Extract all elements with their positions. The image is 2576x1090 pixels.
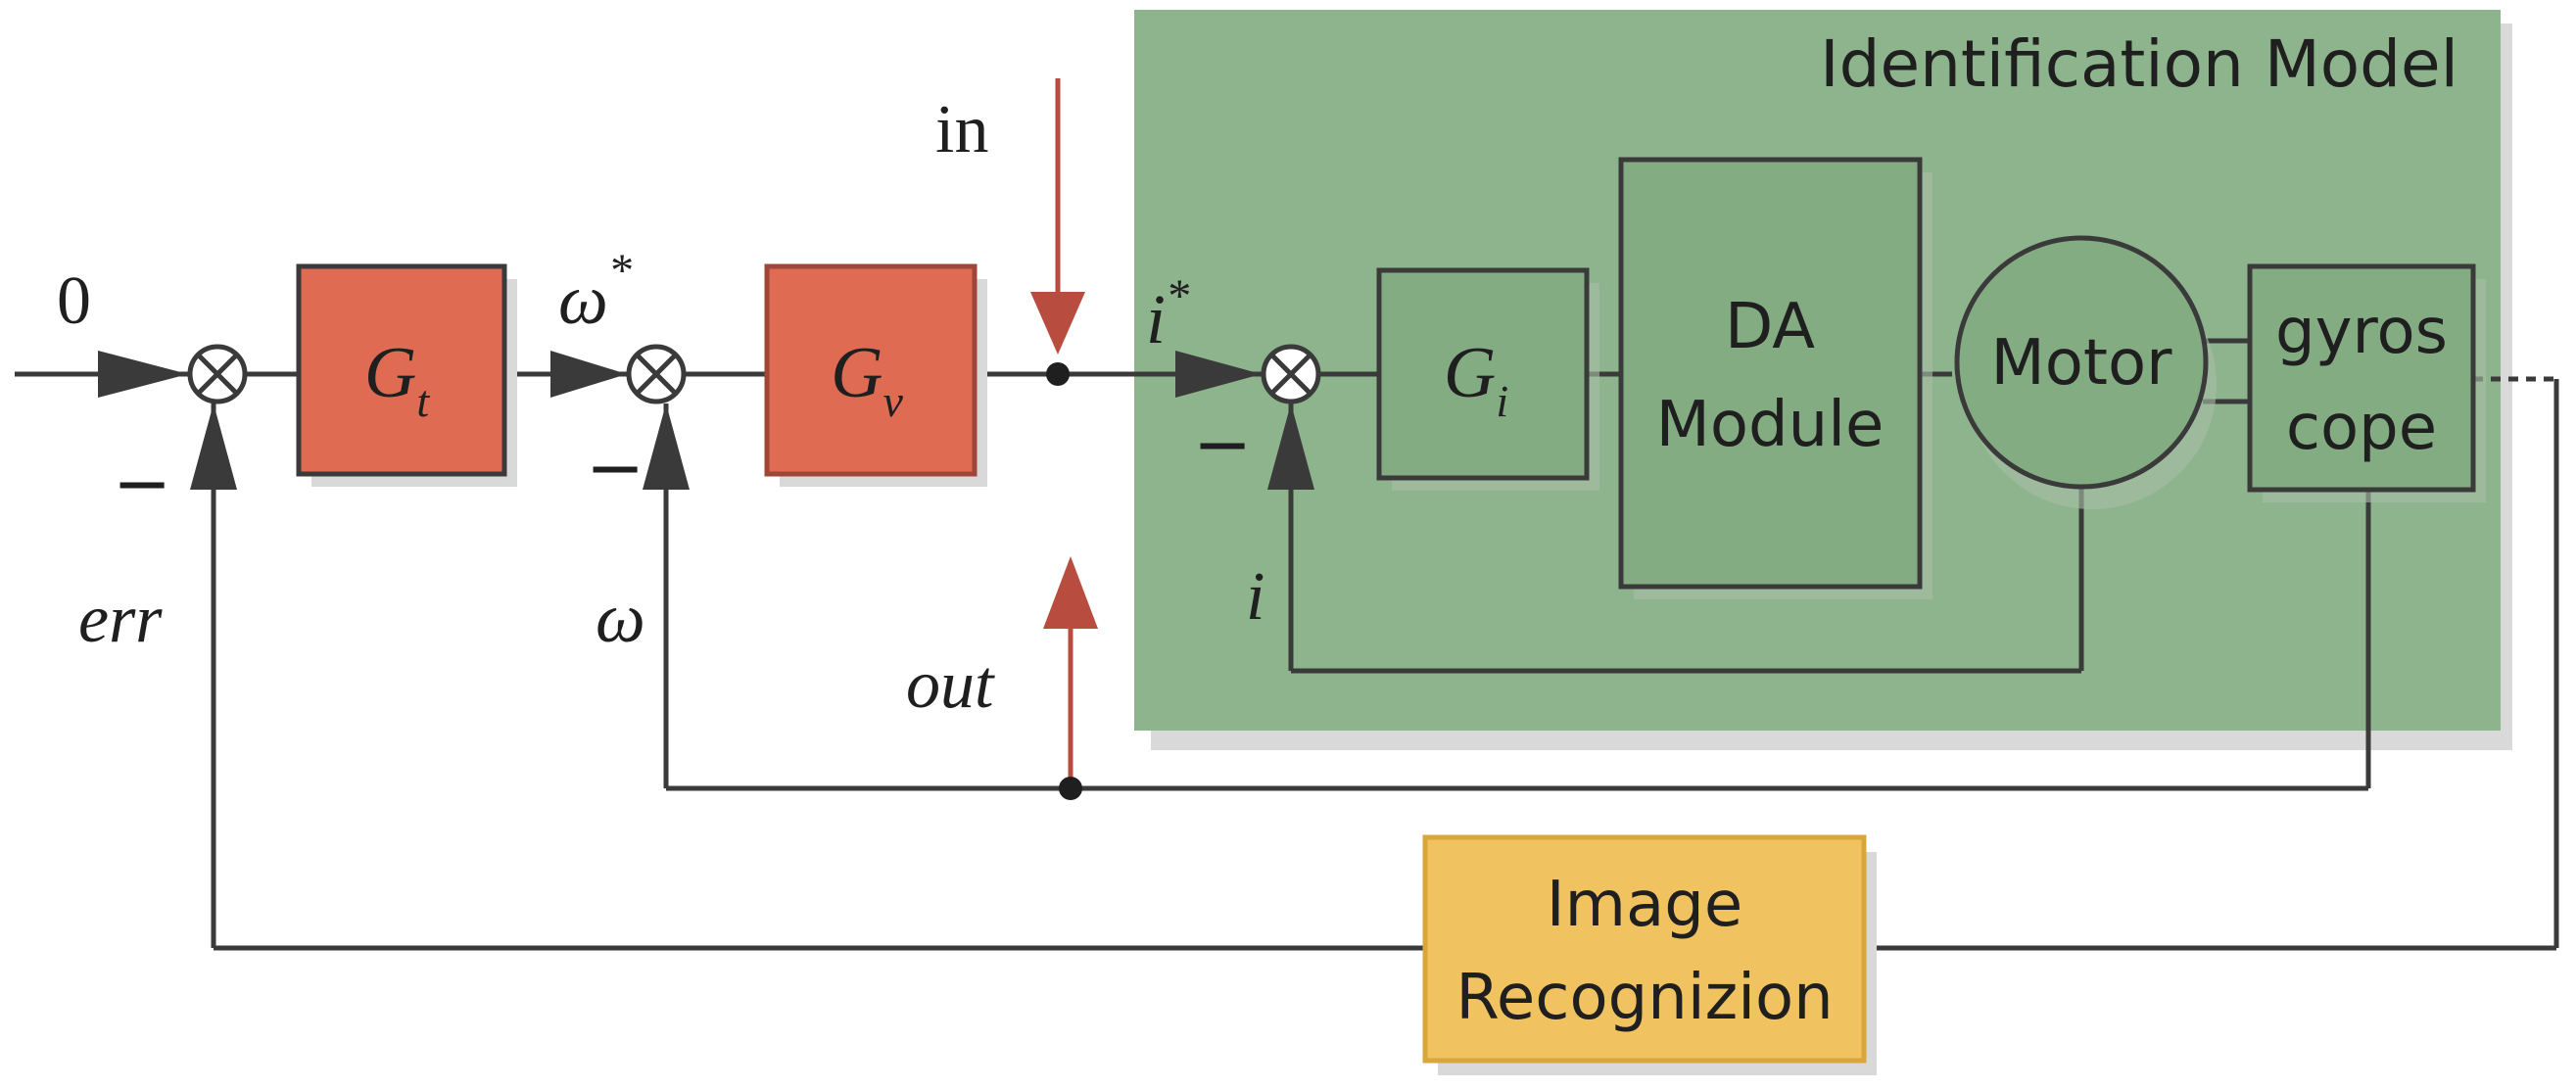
gv-block: Gv <box>764 263 987 487</box>
gv-main-label: G <box>831 333 883 413</box>
red-arrows <box>1030 78 1098 800</box>
da-line1: DA <box>1725 291 1815 363</box>
arrow-into-sum2 <box>550 351 627 398</box>
out-label: out <box>906 647 995 723</box>
arrow-up-sum3 <box>1267 403 1314 490</box>
gi-sub-label: i <box>1496 376 1508 426</box>
err-label: err <box>78 582 163 657</box>
gyro-line1: gyros <box>2275 296 2448 368</box>
i-feedback-label: i <box>1246 559 1264 635</box>
omega-label: ω <box>596 579 645 657</box>
image-line2: Recognizion <box>1455 962 1833 1034</box>
minus-sign-2: − <box>586 426 644 508</box>
sum-junction-2 <box>626 344 687 404</box>
image-line1: Image <box>1547 869 1742 941</box>
gv-sub-label: v <box>883 376 904 426</box>
motor-block: Motor <box>1954 235 2217 509</box>
da-module-block: DA Module <box>1618 157 1932 599</box>
svg-text:Gv: Gv <box>831 333 903 426</box>
i-star-symbol: i <box>1146 280 1166 358</box>
i-star-label: i* <box>1146 270 1189 358</box>
da-line2: Module <box>1656 389 1884 461</box>
input-zero-label: 0 <box>57 263 91 339</box>
minus-sign-1: − <box>113 442 171 524</box>
gyro-line2: cope <box>2286 392 2437 464</box>
arrow-up-sum1 <box>190 403 237 490</box>
gi-block: Gi <box>1376 267 1599 491</box>
sum-junction-3 <box>1261 344 1321 404</box>
in-node <box>1046 362 1070 386</box>
omega-star-symbol: ω <box>558 261 608 339</box>
gi-main-label: G <box>1444 333 1496 413</box>
motor-label: Motor <box>1991 327 2173 400</box>
arrow-up-sum2 <box>643 403 690 490</box>
out-arrowhead <box>1043 556 1098 629</box>
minus-sign-3: − <box>1193 403 1252 485</box>
i-star-superscript: * <box>1166 270 1189 322</box>
out-node <box>1059 777 1082 800</box>
omega-star-superscript: * <box>608 245 632 297</box>
svg-text:Gi: Gi <box>1444 333 1508 426</box>
arrowheads <box>98 351 1314 490</box>
gt-sub-label: t <box>416 376 430 426</box>
gt-main-label: G <box>364 333 416 413</box>
sum-junction-1 <box>187 344 248 404</box>
svg-text:Gt: Gt <box>364 333 430 426</box>
image-recognition-block: Image Recognizion <box>1422 834 1877 1075</box>
in-arrowhead <box>1030 292 1085 355</box>
gt-block: Gt <box>296 263 517 487</box>
panel-title: Identification Model <box>1820 26 2458 102</box>
arrow-into-sum1 <box>98 351 188 398</box>
arrow-into-sum3 <box>1175 351 1262 398</box>
omega-star-label: ω* <box>558 245 632 339</box>
signal-labels: 0 − err ω* − ω in out i* − i <box>57 92 1264 723</box>
gyroscope-block: gyros cope <box>2247 263 2486 502</box>
summing-junctions <box>187 344 1321 404</box>
in-label: in <box>935 92 988 167</box>
